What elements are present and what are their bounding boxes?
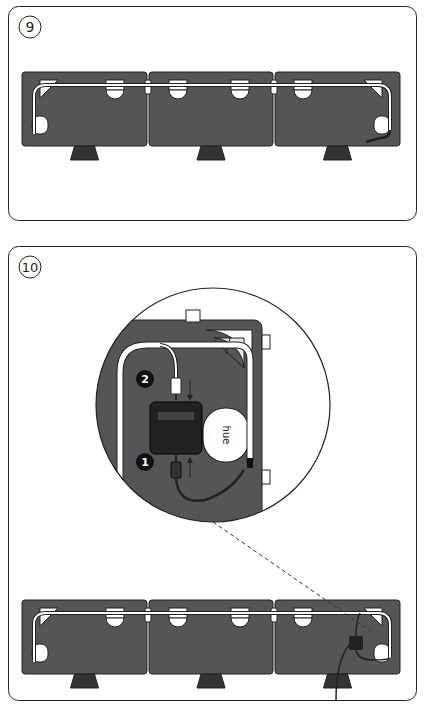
strip-lead <box>160 345 176 380</box>
arrow <box>190 460 191 478</box>
corner-lamp <box>364 80 382 98</box>
light-strip <box>120 345 250 560</box>
lamp <box>294 618 312 627</box>
desk-screens <box>22 600 400 700</box>
step-circle <box>19 16 41 38</box>
lamp <box>294 90 312 99</box>
power-cable <box>356 650 390 660</box>
corner-lamp <box>364 608 382 626</box>
power-cable <box>366 130 390 142</box>
light-strip <box>120 345 250 560</box>
lamp <box>106 90 124 99</box>
strip-end <box>247 458 253 468</box>
power-adapter <box>349 636 363 650</box>
screen-foot <box>71 146 99 160</box>
screen-foot <box>324 146 352 160</box>
lamp <box>169 90 187 99</box>
arrow <box>190 380 191 398</box>
step-number: 10 <box>22 261 39 274</box>
screen-foot <box>197 146 225 160</box>
zoom-detail <box>80 310 270 560</box>
callout-circle <box>136 453 154 471</box>
cylinder-lamp <box>203 408 249 462</box>
desk-screens <box>22 72 400 160</box>
callout-circle <box>136 370 154 388</box>
zoom-leader <box>213 522 372 632</box>
step-panel <box>9 7 417 221</box>
side-lamp <box>374 116 390 134</box>
clip <box>186 310 200 322</box>
power-adapter <box>150 402 202 454</box>
zoom-circle <box>96 288 330 522</box>
plug-1 <box>171 462 181 478</box>
lamp <box>231 618 249 627</box>
corner-lamp <box>40 80 58 98</box>
light-strip <box>34 613 390 662</box>
callout-number: 2 <box>141 374 149 385</box>
plug-pin <box>175 394 177 400</box>
strip-lead <box>356 613 360 636</box>
light-strip <box>34 85 390 134</box>
step-number: 9 <box>26 20 35 34</box>
clip <box>262 470 270 484</box>
screen-foot <box>197 674 225 688</box>
strip-lead <box>160 345 176 380</box>
callout-number: 1 <box>141 457 149 468</box>
lamp <box>231 90 249 99</box>
step-circle <box>19 256 41 278</box>
brand-label: hue <box>221 426 231 445</box>
lamp <box>106 618 124 627</box>
power-cable <box>176 470 244 501</box>
screen-foot <box>80 500 125 505</box>
light-strip <box>34 613 390 662</box>
screen-foot <box>71 674 99 688</box>
clip <box>262 335 270 349</box>
adapter-logo <box>158 412 194 420</box>
step-panel <box>9 247 417 701</box>
mains-cable <box>336 644 350 700</box>
light-strip <box>34 85 390 134</box>
plug-2 <box>171 378 181 394</box>
lamp <box>169 618 187 627</box>
corner-lamp <box>40 608 58 626</box>
plug-pin <box>175 455 177 462</box>
